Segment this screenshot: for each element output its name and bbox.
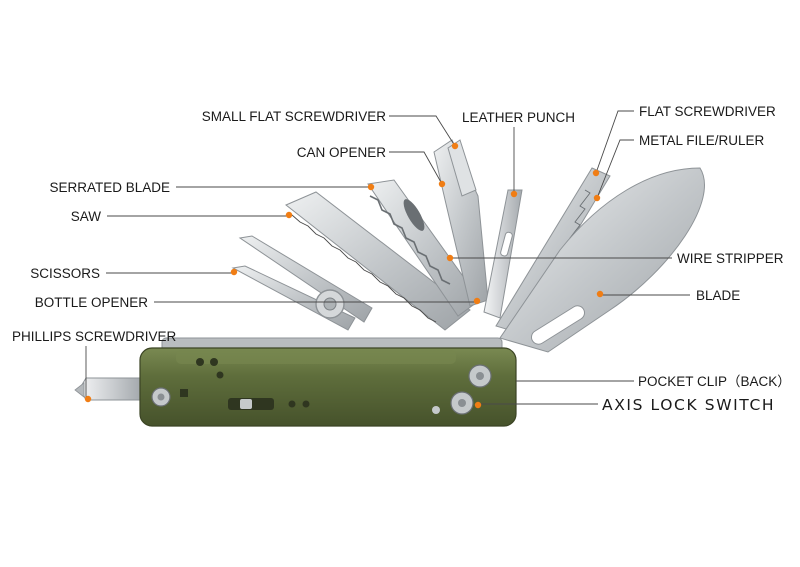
leader-flat-screwdriver bbox=[595, 110, 634, 174]
saw-teeth bbox=[291, 214, 437, 323]
lock-slider-knob bbox=[240, 399, 252, 409]
leader-metal-file-ruler bbox=[596, 139, 634, 199]
marker-saw bbox=[285, 211, 293, 219]
marker-serrated-blade bbox=[367, 183, 375, 191]
handle-hole bbox=[216, 371, 224, 379]
handle-hole bbox=[196, 358, 204, 366]
label-blade: BLADE bbox=[696, 288, 740, 303]
main-blade-hole bbox=[530, 305, 586, 345]
label-pocket-clip: POCKET CLIP（BACK） bbox=[638, 374, 791, 389]
label-wire-stripper: WIRE STRIPPER bbox=[677, 251, 784, 266]
marker-scissors bbox=[230, 268, 238, 276]
marker-wire-stripper bbox=[446, 254, 454, 262]
leader-can-opener bbox=[389, 151, 443, 185]
leader-lines bbox=[85, 110, 690, 405]
handle-small-screw bbox=[432, 406, 440, 414]
label-bottle-opener: BOTTLE OPENER bbox=[35, 295, 149, 310]
marker-small-flat-screwdriver bbox=[451, 142, 459, 150]
label-axis-lock-switch: AXIS LOCK SWITCH bbox=[602, 396, 775, 414]
label-phillips-screwdriver: PHILLIPS SCREWDRIVER bbox=[12, 329, 177, 344]
serrated-edge bbox=[369, 195, 451, 285]
leader-small-flat-screwdriver bbox=[389, 115, 456, 147]
markers bbox=[84, 142, 604, 409]
label-saw: SAW bbox=[71, 209, 102, 224]
main-blade-shape bbox=[499, 167, 705, 353]
handle-hole bbox=[210, 358, 218, 366]
label-leather-punch: LEATHER PUNCH bbox=[462, 110, 575, 125]
pivot-screw-top-center bbox=[476, 372, 484, 380]
leather-punch-slot bbox=[500, 231, 513, 257]
phillips-tip bbox=[74, 382, 85, 398]
marker-phillips-screwdriver bbox=[84, 395, 92, 403]
handle-hole bbox=[288, 400, 296, 408]
marker-can-opener bbox=[438, 180, 446, 188]
axis-lock-screw-center bbox=[458, 399, 466, 407]
label-serrated-blade: SERRATED BLADE bbox=[49, 180, 170, 195]
marker-flat-screwdriver bbox=[592, 169, 600, 177]
marker-leather-punch bbox=[510, 190, 518, 198]
label-metal-file-ruler: METAL FILE/RULER bbox=[639, 133, 765, 148]
small-flat-screwdriver-shape bbox=[447, 139, 477, 197]
handle-hole bbox=[302, 400, 310, 408]
label-can-opener: CAN OPENER bbox=[297, 145, 387, 160]
saw-shape bbox=[285, 191, 471, 331]
serrated-blade-grip bbox=[403, 199, 425, 231]
handle-screw-center bbox=[157, 393, 165, 401]
handle bbox=[74, 337, 517, 427]
handle-square-hole bbox=[180, 389, 188, 397]
label-scissors: SCISSORS bbox=[30, 266, 100, 281]
marker-bottle-opener bbox=[473, 297, 481, 305]
label-flat-screwdriver: FLAT SCREWDRIVER bbox=[639, 104, 776, 119]
tool-art bbox=[231, 139, 705, 353]
bottle-opener-pivot bbox=[323, 297, 337, 311]
marker-metal-file-ruler bbox=[593, 194, 601, 202]
marker-axis-lock-switch bbox=[474, 401, 482, 409]
label-small-flat-screwdriver: SMALL FLAT SCREWDRIVER bbox=[202, 109, 387, 124]
marker-blade bbox=[596, 290, 604, 298]
labels: SMALL FLAT SCREWDRIVER CAN OPENER SERRAT… bbox=[12, 104, 791, 414]
handle-raised-panel bbox=[176, 350, 456, 364]
